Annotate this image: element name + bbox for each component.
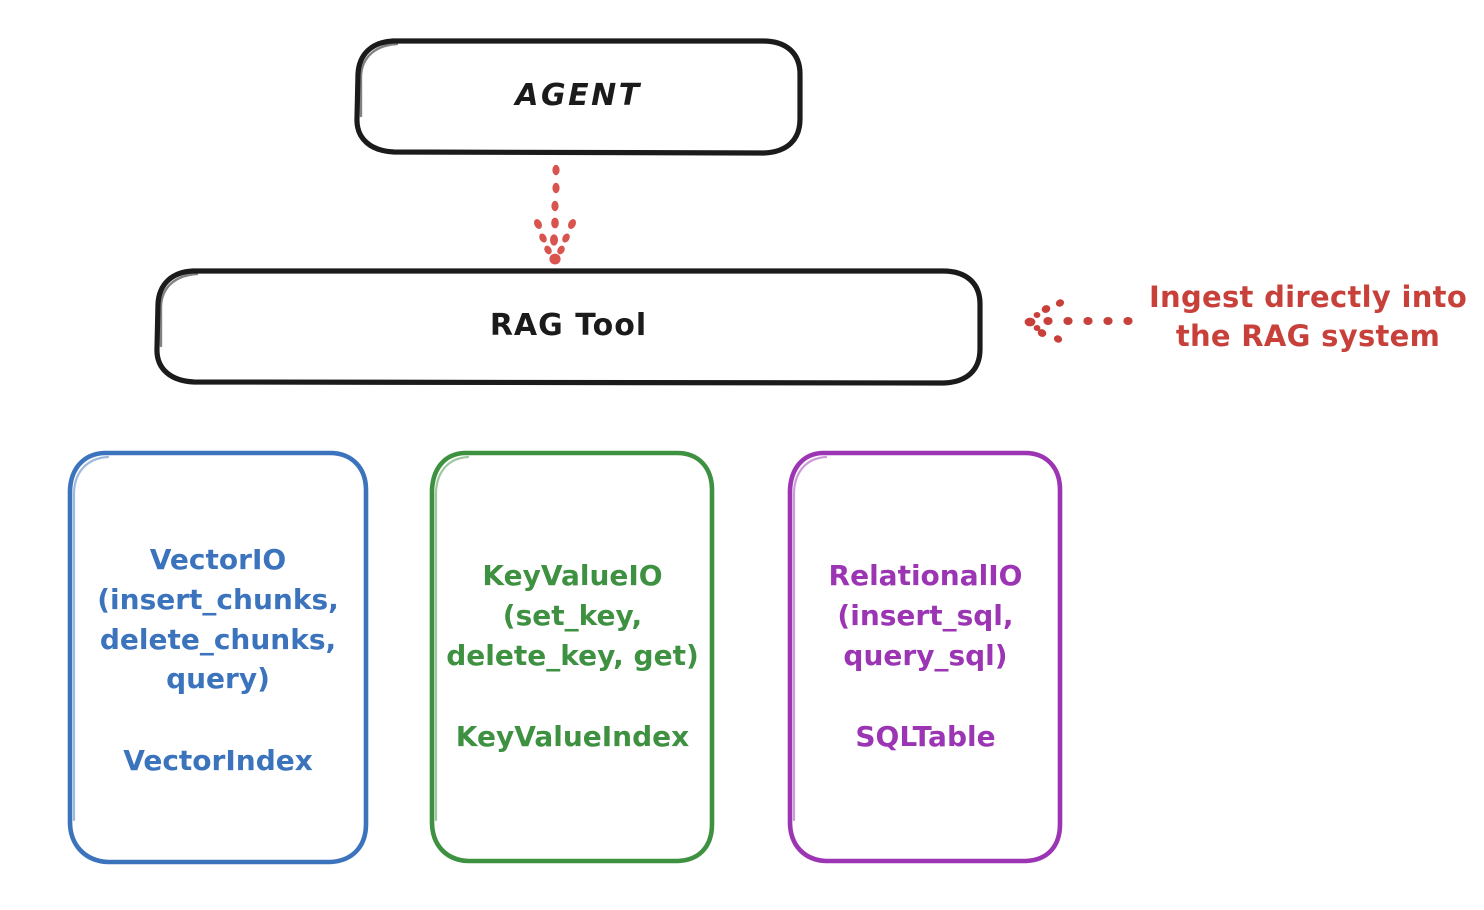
- agent-box-outline: [354, 38, 803, 156]
- vector-io-card-outline: [67, 450, 369, 865]
- rag-tool-box-outline: [154, 268, 983, 386]
- relational-io-card-outline: [787, 450, 1063, 864]
- agent-to-rag-arrow: [533, 164, 577, 265]
- ingest-to-rag-arrow: [1024, 299, 1133, 343]
- key-value-io-card-outline: [429, 450, 715, 864]
